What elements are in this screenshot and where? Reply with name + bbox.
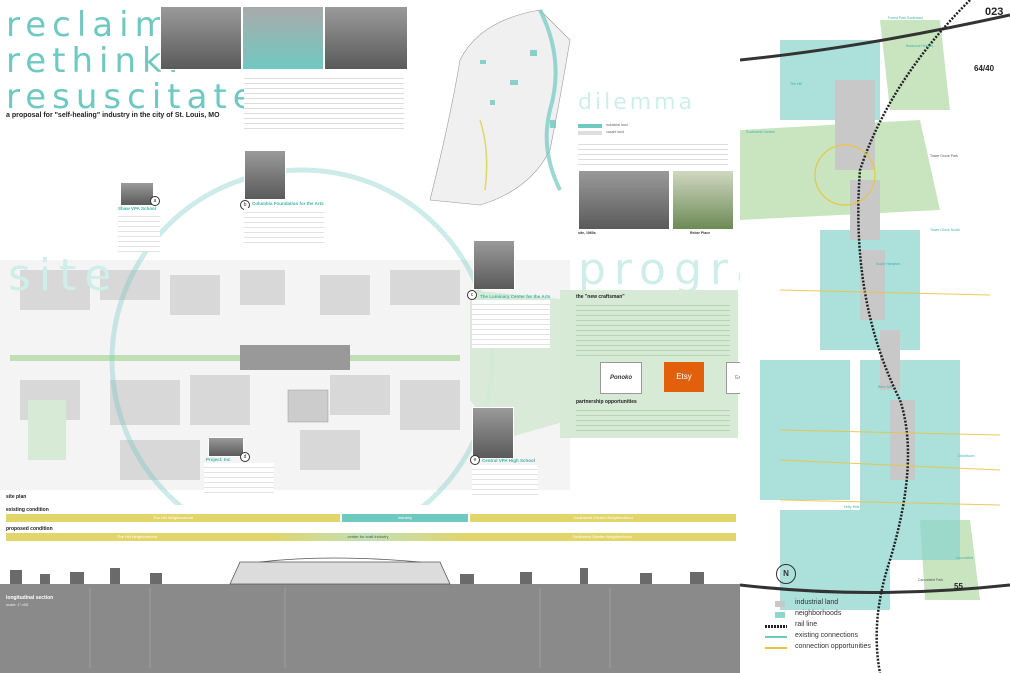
- legend-swatch-neighborhoods: [775, 612, 785, 618]
- legend-label-rail: rail line: [795, 621, 818, 628]
- existing-condition-label: existing condition: [6, 507, 49, 513]
- site-heading: site: [8, 250, 120, 301]
- map-label-holly-hills: Holly Hills: [844, 505, 860, 509]
- legend-label-neighborhoods: neighborhoods: [795, 610, 842, 617]
- highway-55-label: 55: [954, 582, 963, 591]
- vacant-swatch: [578, 131, 602, 135]
- map-label-southwest-garden: Southwest Garden: [746, 130, 775, 134]
- site-1960s-caption: site, 1960s: [578, 231, 596, 235]
- industrial-swatch: [578, 124, 602, 128]
- map-label-south-hampton: South Hampton: [876, 262, 901, 266]
- reber-place-caption: Reber Place: [690, 231, 711, 235]
- proposed-bar-center: center for craft industry: [268, 533, 468, 541]
- map-label-carondelet: Carondelet: [956, 556, 974, 560]
- map-label-forest-park: Forest Park Southeast: [888, 16, 923, 20]
- map-label-tower-grove-south: Tower Grove South: [930, 228, 960, 232]
- map-label-the-hill: The Hill: [790, 82, 802, 86]
- legend-label-industrial: industrial land: [795, 599, 839, 606]
- title-line-3: resuscitate.: [6, 77, 277, 117]
- proposed-bar-hill: The Hill Neighborhood: [6, 533, 268, 541]
- partner-c-photo: [473, 240, 515, 290]
- legend-label-opportunities: connection opportunities: [795, 643, 871, 650]
- photo-reber-place: [672, 170, 734, 230]
- legend-label-existing: existing connections: [795, 632, 859, 639]
- legend-swatch-industrial: [775, 601, 785, 607]
- dilemma-heading: dilemma: [578, 90, 696, 115]
- title-line-1: reclaim.: [6, 5, 191, 45]
- legend-swatch-rail: [765, 625, 787, 628]
- partner-a-badge: a: [150, 196, 160, 206]
- new-craftsman-text: [576, 301, 730, 357]
- existing-bar-industry: industry: [342, 514, 468, 522]
- photo-street-3: [324, 6, 408, 70]
- partner-b-name: Columbia Foundation for the Arts: [252, 201, 324, 206]
- legend-swatch-existing: [765, 636, 787, 638]
- north-arrow-icon: N: [776, 564, 796, 584]
- partner-a-text: [118, 212, 160, 252]
- site-plan-label: site plan: [6, 494, 27, 500]
- section-label: longitudinal section: [6, 595, 54, 601]
- title-line-2: rethink.: [6, 41, 185, 81]
- intro-text-block: [244, 74, 404, 132]
- legend-industrial: industrial land: [775, 599, 839, 607]
- longitudinal-section: [0, 557, 740, 673]
- map-label-botanical: Botanical Heights: [906, 44, 934, 48]
- partner-e-text: [472, 465, 538, 495]
- partner-a-photo: [120, 182, 154, 206]
- photo-street-1: [160, 6, 242, 70]
- partner-d-badge: d: [240, 452, 250, 462]
- district-map: [740, 0, 1010, 673]
- partner-e-badge: e: [470, 455, 480, 465]
- partner-d-text: [204, 463, 274, 495]
- legend-swatch-opportunities: [765, 647, 787, 649]
- dilemma-legend-industrial: industrial land: [606, 123, 628, 127]
- partner-e-name: Central VPA High School: [482, 458, 536, 463]
- etsy-logo: Etsy: [664, 362, 704, 392]
- existing-bar-southwest: Southwest Garden Neighborhood: [470, 514, 736, 522]
- partnership-text: [576, 406, 730, 432]
- page-number: 023: [985, 6, 1004, 18]
- legend-neighborhoods: neighborhoods: [775, 610, 842, 618]
- ponoko-logo: Ponoko: [600, 362, 642, 394]
- partner-b-text: [244, 208, 324, 244]
- existing-bar-hill: The Hill Neighborhood: [6, 514, 340, 522]
- legend-rail: rail line: [765, 621, 818, 628]
- photo-street-2: [242, 6, 324, 70]
- partnership-heading: partnership opportunities: [576, 399, 637, 405]
- dilemma-text-block: [578, 140, 728, 168]
- partner-e-photo: [472, 407, 514, 459]
- new-craftsman-heading: the "new craftsman": [576, 294, 625, 300]
- photo-site-1960s: [578, 170, 670, 230]
- partner-c-badge: c: [467, 290, 477, 300]
- proposed-condition-label: proposed condition: [6, 526, 53, 532]
- map-label-carondelet-park: Carondelet Park: [918, 578, 944, 582]
- partner-a-name: Shaw VPA School: [118, 206, 157, 211]
- partner-d-photo: [208, 437, 244, 457]
- partner-b-photo: [244, 150, 286, 200]
- map-label-bevo: Bevo Mill: [878, 385, 893, 389]
- map-label-tower-grove-park: Tower Grove Park: [930, 154, 959, 158]
- legend-connection-opportunities: connection opportunities: [765, 643, 871, 650]
- highway-64-label: 64/40: [974, 64, 995, 73]
- proposed-bar-southwest: Southwest Garden Neighborhood: [468, 533, 736, 541]
- partner-c-name: The Luminary Center for the Arts: [480, 294, 551, 299]
- subtitle: a proposal for "self-healing" industry i…: [6, 112, 220, 119]
- map-label-dutchtown: Dutchtown: [958, 454, 975, 458]
- section-scale: scale: 1"=60': [6, 602, 29, 607]
- dilemma-legend-vacant: vacant land: [606, 130, 624, 134]
- legend-existing-connections: existing connections: [765, 632, 859, 639]
- partner-c-text: [472, 300, 550, 348]
- partner-d-name: Project: Inc: [206, 457, 231, 462]
- city-map: [429, 9, 571, 206]
